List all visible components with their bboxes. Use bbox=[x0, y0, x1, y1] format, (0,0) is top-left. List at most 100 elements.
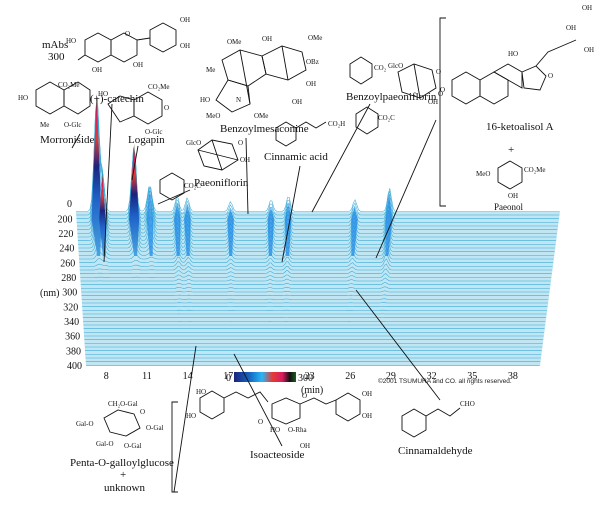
time-tick-label: 14 bbox=[183, 371, 193, 382]
time-tick-label: 11 bbox=[142, 371, 152, 382]
wavelength-trace bbox=[80, 282, 551, 285]
svg-text:O: O bbox=[164, 104, 169, 112]
svg-text:HO: HO bbox=[18, 94, 28, 102]
cinnamaldehyde-label: Cinnamaldehyde bbox=[398, 445, 473, 457]
wavelength-trace bbox=[79, 252, 554, 263]
morroniside-label: Morroniside bbox=[40, 134, 95, 146]
paeonol-label: Paeonol bbox=[494, 202, 523, 212]
logapin-structure-icon bbox=[107, 91, 163, 125]
svg-text:OH: OH bbox=[240, 156, 250, 164]
leader-lines bbox=[71, 103, 441, 493]
peak-1 bbox=[91, 93, 102, 256]
chromatogram-surface bbox=[76, 97, 560, 366]
time-tick-label: 32 bbox=[427, 371, 437, 382]
wavelength-trace bbox=[79, 258, 553, 267]
peak-10 bbox=[351, 206, 358, 256]
isoacteoside-label: Isoacteoside bbox=[250, 449, 304, 461]
wavelength-tick-label: 0 bbox=[67, 199, 72, 210]
svg-text:OH: OH bbox=[362, 412, 372, 420]
wavelength-trace bbox=[81, 294, 549, 296]
svg-text:GlcO: GlcO bbox=[186, 139, 201, 147]
svg-text:O: O bbox=[258, 418, 263, 426]
svg-text:HO: HO bbox=[186, 412, 196, 420]
surface-floor bbox=[76, 212, 560, 366]
cinnamaldehyde-structure-icon bbox=[401, 407, 461, 438]
peak-5 bbox=[174, 202, 181, 256]
benzoylmesaconine-label: Benzoylmesaconine bbox=[220, 123, 309, 135]
time-tick-label: 35 bbox=[467, 371, 477, 382]
cinnamic-acid-structure-icon bbox=[275, 121, 327, 147]
svg-text:O-Gal: O-Gal bbox=[124, 442, 142, 450]
wavelength-trace bbox=[79, 263, 553, 271]
wavelength-tick-label: 200 bbox=[58, 214, 73, 225]
svg-text:OH: OH bbox=[180, 42, 190, 50]
peak-11 bbox=[385, 194, 393, 256]
wavelength-axis-title: (nm) bbox=[40, 288, 59, 299]
morroniside-structure-icon bbox=[35, 81, 91, 115]
penta-bracket bbox=[171, 401, 178, 493]
plus-label: + bbox=[508, 144, 514, 156]
penta-galloylglucose-structure-icon bbox=[103, 409, 141, 437]
colorbar-gradient bbox=[234, 372, 296, 382]
svg-text:O: O bbox=[548, 72, 553, 80]
wavelength-trace bbox=[78, 229, 555, 252]
wavelength-trace bbox=[76, 97, 559, 223]
svg-text:Me: Me bbox=[40, 121, 49, 129]
svg-text:O-Glc: O-Glc bbox=[64, 121, 82, 129]
cinnamic-acid-label: Cinnamic acid bbox=[264, 151, 328, 163]
time-tick-label: 17 bbox=[223, 371, 233, 382]
svg-text:OH: OH bbox=[428, 98, 438, 106]
peak-6 bbox=[184, 204, 191, 256]
svg-text:CO₂: CO₂ bbox=[374, 64, 387, 72]
svg-text:CO₂H: CO₂H bbox=[328, 120, 345, 128]
catechin-structure-icon bbox=[77, 22, 177, 63]
svg-text:GlcO: GlcO bbox=[388, 62, 403, 70]
wavelength-trace bbox=[76, 113, 560, 212]
svg-text:O-Glc: O-Glc bbox=[145, 128, 163, 136]
wavelength-tick-label: 300 bbox=[62, 288, 77, 299]
wavelength-trace bbox=[77, 156, 557, 238]
svg-text:MeO: MeO bbox=[476, 170, 490, 178]
peak-2 bbox=[99, 173, 106, 256]
svg-text:HO: HO bbox=[196, 388, 206, 396]
svg-text:OH: OH bbox=[582, 4, 592, 12]
paeoniflorin-structure-icon bbox=[159, 139, 239, 201]
svg-text:Me: Me bbox=[206, 66, 215, 74]
svg-text:O: O bbox=[238, 139, 243, 147]
ketoalisol-label: 16-ketoalisol A bbox=[486, 121, 554, 133]
paeoniflorin-label: Paeoniflorin bbox=[194, 177, 249, 189]
ketoalisol-structure-icon bbox=[451, 39, 577, 105]
svg-text:OH: OH bbox=[180, 16, 190, 24]
svg-text:CO₂Me: CO₂Me bbox=[148, 83, 170, 91]
colorbar: 0 300 bbox=[226, 372, 313, 384]
copyright-note: ©2001 TSUMURA and CO. all rights reserve… bbox=[378, 377, 512, 385]
wavelength-trace bbox=[81, 286, 550, 289]
svg-text:HO: HO bbox=[270, 426, 280, 434]
svg-text:O-Gal: O-Gal bbox=[146, 424, 164, 432]
wavelength-trace bbox=[76, 97, 559, 219]
svg-text:OH: OH bbox=[362, 390, 372, 398]
svg-text:OH: OH bbox=[262, 35, 272, 43]
wavelength-tick-label: 220 bbox=[58, 229, 73, 240]
wavelength-trace bbox=[77, 135, 557, 234]
svg-text:CHO: CHO bbox=[460, 400, 475, 408]
wavelength-tick-label: 340 bbox=[64, 317, 79, 328]
wavelength-tick-label: 360 bbox=[65, 332, 80, 343]
time-axis-title: (min) bbox=[301, 385, 323, 396]
svg-text:N: N bbox=[236, 96, 241, 104]
svg-text:OH: OH bbox=[508, 192, 518, 200]
wavelength-trace bbox=[80, 273, 552, 278]
svg-text:HO: HO bbox=[98, 90, 108, 98]
benzoylmesaconine-structure-icon bbox=[215, 45, 307, 113]
svg-text:Gal-O: Gal-O bbox=[96, 440, 114, 448]
wavelength-trace bbox=[81, 298, 549, 300]
wavelength-tick-label: 240 bbox=[59, 244, 74, 255]
svg-text:OH: OH bbox=[566, 24, 576, 32]
svg-text:HO: HO bbox=[66, 37, 76, 45]
svg-text:CH₂O-Gal: CH₂O-Gal bbox=[108, 400, 138, 408]
isoacteoside-structure-icon bbox=[199, 390, 361, 425]
svg-text:O: O bbox=[436, 68, 441, 76]
svg-text:O: O bbox=[438, 90, 443, 98]
colorbar-max: 300 bbox=[298, 373, 313, 384]
